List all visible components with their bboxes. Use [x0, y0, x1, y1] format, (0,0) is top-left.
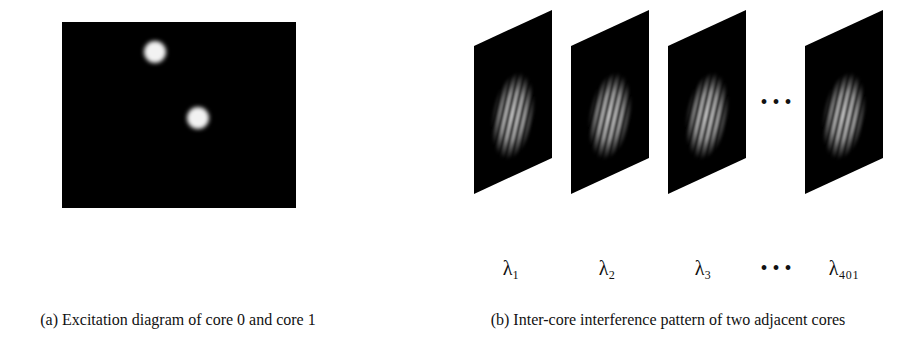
- subfigure-caption: (a) Excitation diagram of core 0 and cor…: [40, 312, 315, 328]
- core-1-spot: [187, 107, 209, 129]
- wavelength-label: λ₂: [599, 258, 616, 278]
- ellipsis-mark: • • •: [760, 258, 791, 278]
- wavelength-label: λ₃: [695, 258, 712, 278]
- interference-panel: [571, 10, 649, 194]
- interference-panel: [668, 10, 746, 194]
- excitation-image: [62, 22, 296, 208]
- ellipsis-mark: • • •: [760, 92, 791, 112]
- subfigure-caption: (b) Inter-core interference pattern of t…: [491, 312, 846, 328]
- wavelength-label: λ₁: [503, 258, 520, 278]
- interference-panel: [805, 10, 883, 194]
- wavelength-label: λ₄₀₁: [829, 258, 860, 278]
- interference-panel: [474, 10, 552, 194]
- core-0-spot: [144, 41, 166, 63]
